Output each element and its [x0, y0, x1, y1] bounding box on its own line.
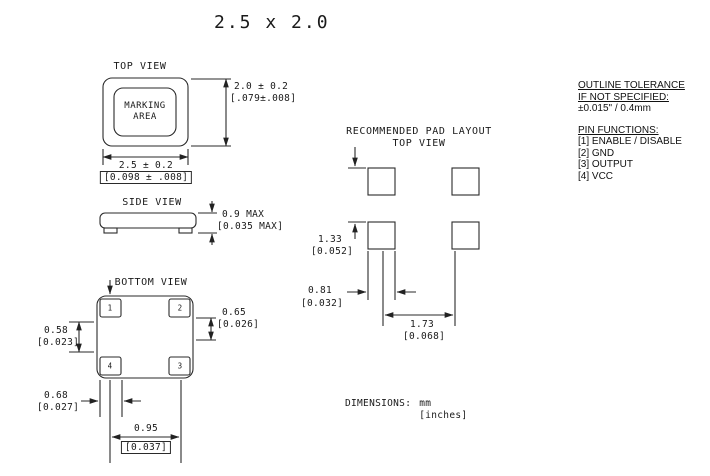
- bottom-view-pitch-mm: 0.95: [133, 423, 159, 434]
- tolerance-value: ±0.015" / 0.4mm: [578, 103, 651, 114]
- pad-layout-pad-width-mm: 0.81: [308, 285, 333, 296]
- bottom-view-outline: [96, 295, 194, 379]
- bottom-view-dimension-lines: [69, 280, 216, 463]
- drawing-title: 2.5 x 2.0: [214, 12, 330, 33]
- pad-number-3: 3: [177, 361, 183, 371]
- top-view-width-mm: 2.5 ± 0.2: [118, 160, 174, 171]
- bottom-view-pitch-in: [0.037]: [120, 441, 172, 454]
- notes-panel: OUTLINE TOLERANCE IF NOT SPECIFIED: ±0.0…: [578, 80, 710, 182]
- pin-function-4: [4] VCC: [578, 170, 614, 182]
- top-view-height-mm: 2.0 ± 0.2: [234, 81, 289, 92]
- bottom-view-pad-width-mm: 0.68: [44, 390, 69, 401]
- pin-function-1: [1] ENABLE / DISABLE: [578, 136, 682, 147]
- pad-layout-pad-width-in: [0.032]: [301, 298, 344, 309]
- pad-layout-title: RECOMMENDED PAD LAYOUT: [346, 126, 492, 137]
- bottom-view-dim-right-mm: 0.65: [222, 307, 247, 318]
- notes-spacer: [578, 115, 710, 125]
- bottom-view-label: BOTTOM VIEW: [114, 277, 188, 288]
- units-note-mm: mm: [419, 398, 432, 409]
- tolerance-heading-line1: OUTLINE TOLERANCE: [578, 80, 685, 91]
- side-view-label: SIDE VIEW: [122, 197, 182, 208]
- tolerance-heading-line2: IF NOT SPECIFIED:: [578, 91, 669, 103]
- top-view-dimension-lines: [102, 78, 231, 165]
- pad-number-1: 1: [107, 303, 113, 313]
- pad-number-2: 2: [177, 303, 183, 313]
- units-note-label: DIMENSIONS:: [345, 398, 412, 409]
- top-view-height-in: [.079±.008]: [230, 93, 297, 104]
- bottom-view-pad-width-in: [0.027]: [37, 402, 80, 413]
- pad-layout-vertical-mm: 1.33: [318, 234, 343, 245]
- pad-layout-outline: [367, 167, 480, 250]
- pin-function-2: [2] GND: [578, 147, 615, 159]
- pad-layout-vertical-in: [0.052]: [311, 246, 354, 257]
- pin-function-3: [3] OUTPUT: [578, 159, 634, 170]
- pad-layout-pitch-mm: 1.73: [410, 319, 435, 330]
- units-note-inches: [inches]: [419, 410, 468, 421]
- top-view-outline: [102, 77, 189, 147]
- side-view-outline: [99, 212, 197, 234]
- bottom-view-dim-left-mm: 0.58: [44, 325, 69, 336]
- pin-functions-heading: PIN FUNCTIONS:: [578, 124, 659, 136]
- side-view-height-in: [0.035 MAX]: [217, 221, 284, 232]
- marking-area-text: MARKING AREA: [124, 101, 166, 122]
- pad-layout-pitch-in: [0.068]: [403, 331, 446, 342]
- bottom-view-dim-left-in: [0.023]: [37, 337, 80, 348]
- top-view-width-in: [0.098 ± .008]: [99, 171, 193, 184]
- top-view-label: TOP VIEW: [113, 61, 167, 72]
- pad-number-4: 4: [107, 361, 113, 371]
- bottom-view-dim-right-in: [0.026]: [217, 319, 260, 330]
- units-note: DIMENSIONS: mm [inches]: [345, 398, 467, 421]
- side-view-height-mm: 0.9 MAX: [222, 209, 265, 220]
- side-view-dimension-lines: [198, 201, 217, 245]
- pad-layout-dimension-lines: [347, 147, 456, 326]
- pad-layout-subtitle: TOP VIEW: [392, 138, 446, 149]
